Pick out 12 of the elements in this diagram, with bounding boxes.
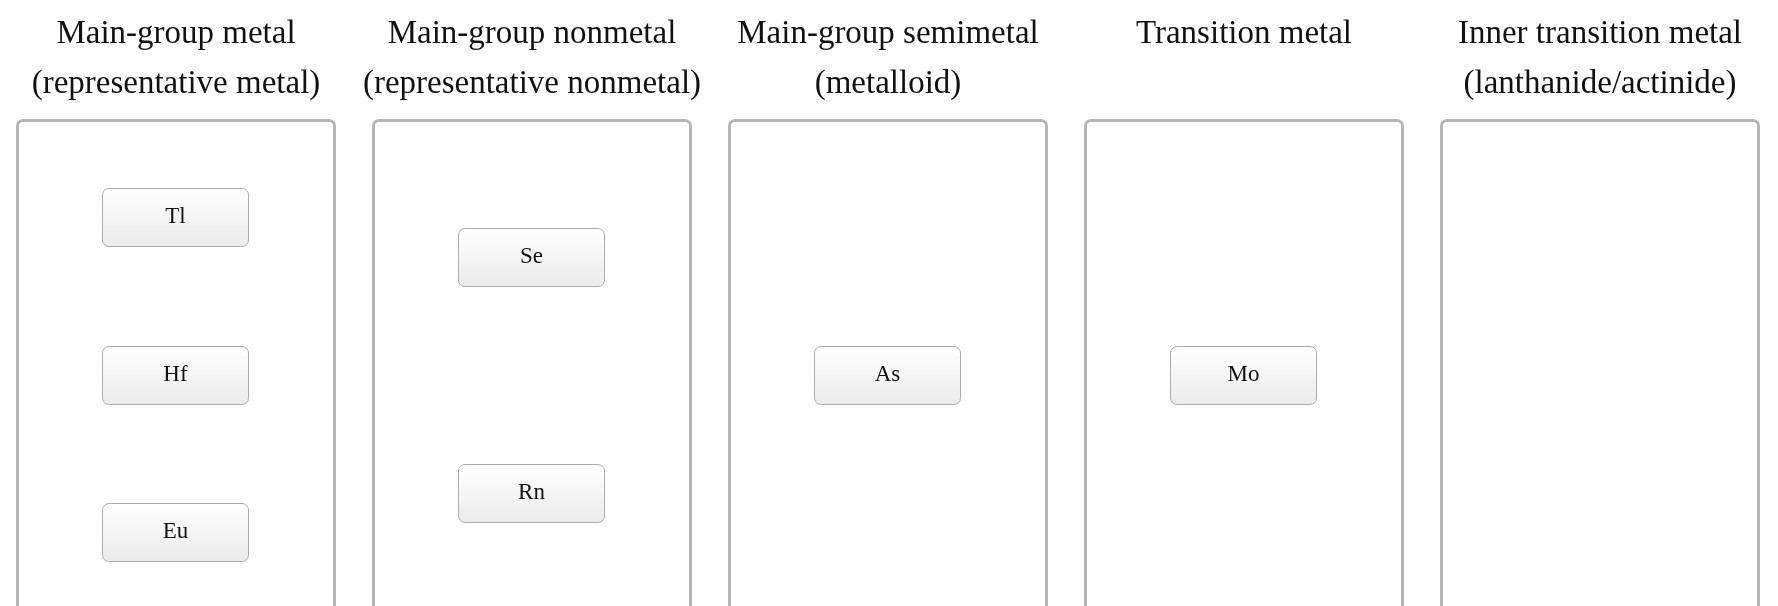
category-heading: Main-group semimetal (metalloid) [736, 13, 1040, 102]
element-symbol-tile: Rn [458, 464, 605, 523]
category-heading: Inner transition metal (lanthanide/actinide) [1456, 13, 1744, 102]
element-symbol-tile: Eu [102, 503, 249, 562]
category-heading: Main-group nonmetal (representative nonmetal) [361, 13, 703, 102]
element-symbol-tile: Se [458, 228, 605, 287]
element-symbol-tile: Tl [102, 188, 249, 247]
category-heading: Transition metal [1135, 13, 1353, 52]
category-heading: Main-group metal (representative metal) [30, 13, 322, 102]
element-symbol-tile: Mo [1170, 346, 1317, 405]
element-symbol-tile: As [814, 346, 961, 405]
element-symbol-tile: Hf [102, 346, 249, 405]
